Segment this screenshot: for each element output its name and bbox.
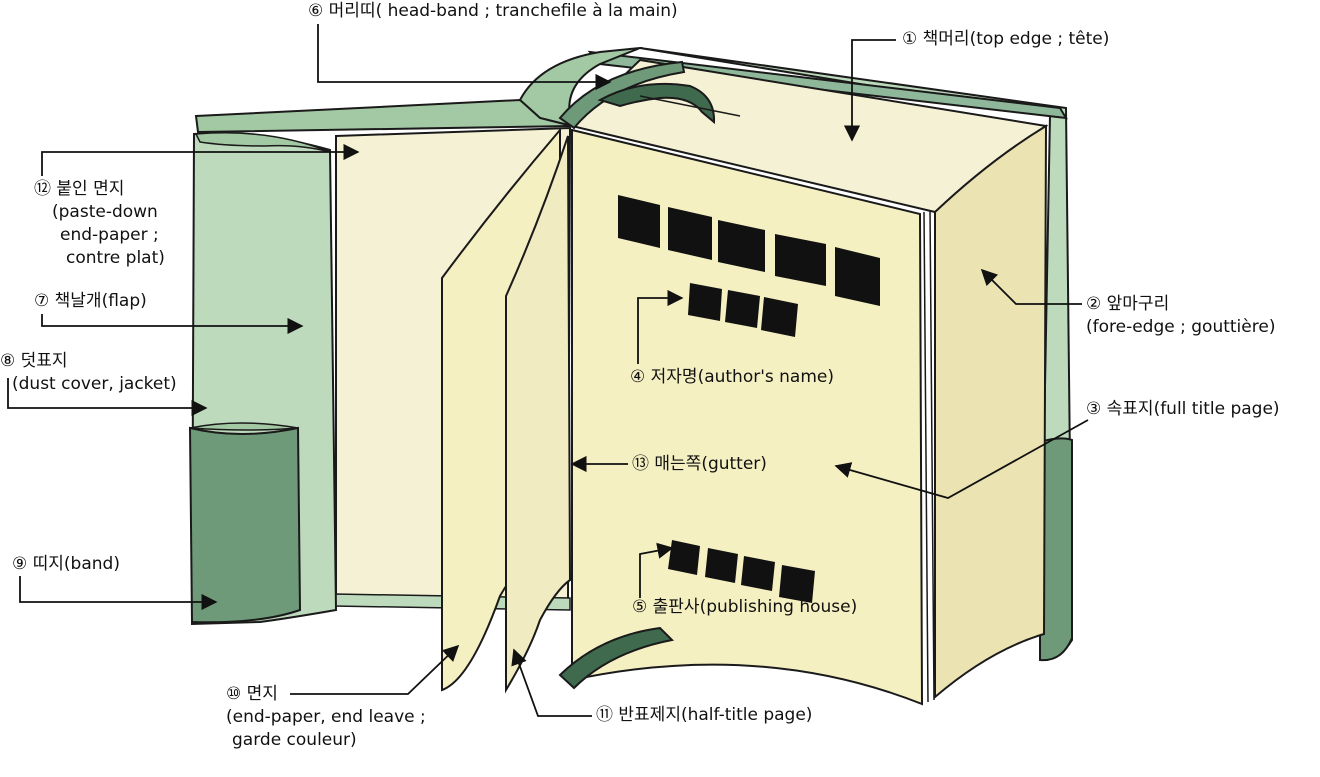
bookmark-ribbon-top: [597, 82, 716, 125]
head-band-strip: [558, 60, 686, 130]
leader-author: [637, 289, 684, 364]
leader-flap: [41, 314, 304, 335]
label-gutter-line1: ⑬ 매는쪽(gutter): [632, 454, 767, 474]
half-title-leaf: [505, 135, 572, 694]
author-block: [725, 290, 760, 328]
leader-paste-down: [41, 143, 360, 176]
label-top-edge: ① 책머리(top edge ; tête): [902, 28, 1109, 51]
label-paste-down-line2: (paste-down: [52, 202, 158, 222]
label-end-paper-line2: (end-paper, end leave ;: [226, 707, 426, 727]
leader-band: [19, 576, 218, 611]
title-block: [718, 220, 765, 272]
title-block: [775, 234, 826, 286]
author-block: [688, 283, 722, 321]
full-title-page: [571, 128, 924, 706]
leader-head-band: [317, 24, 612, 91]
label-author: ④ 저자명(author's name): [630, 366, 834, 389]
publisher-block: [741, 556, 775, 591]
label-fore-edge-line2: (fore-edge ; gouttière): [1086, 317, 1276, 337]
leader-half-title: [511, 648, 592, 717]
fore-edge-surface: [934, 124, 1048, 700]
title-block: [668, 207, 712, 260]
label-fore-edge-line1: ② 앞마구리: [1086, 294, 1170, 314]
band-wrap: [188, 426, 302, 624]
publisher-block: [705, 548, 738, 583]
leader-full-title: [834, 419, 1089, 499]
label-full-title: ③ 속표지(full title page): [1086, 398, 1280, 421]
publisher-block: [668, 540, 700, 575]
label-half-title-line1: ⑪ 반표제지(half-title page): [596, 705, 813, 725]
title-blocks: [618, 195, 880, 306]
leader-publisher: [639, 542, 674, 598]
label-paste-down: ⑫ 붙인 면지 (paste-down end-paper ; contre p…: [34, 178, 165, 270]
top-edge-line: [639, 95, 741, 117]
label-publisher-line1: ⑤ 출판사(publishing house): [632, 597, 858, 617]
label-flap: ⑦ 책날개(flap): [34, 290, 147, 313]
band-curl: [189, 422, 299, 431]
label-fore-edge: ② 앞마구리 (fore-edge ; gouttière): [1086, 293, 1275, 339]
label-dust-cover: ⑧ 덧표지 (dust cover, jacket): [0, 350, 177, 396]
flap-curl: [194, 132, 331, 153]
label-end-paper-line3: garde couleur): [232, 730, 357, 750]
label-band: ⑨ 띠지(band): [12, 553, 120, 576]
title-block: [835, 247, 880, 306]
leader-dust-cover: [7, 378, 208, 417]
leader-lines: [7, 24, 1089, 717]
publisher-blocks: [668, 540, 815, 603]
label-paste-down-line1: ⑫ 붙인 면지: [34, 179, 125, 199]
label-flap-line1: ⑦ 책날개(flap): [34, 291, 147, 311]
label-full-title-line1: ③ 속표지(full title page): [1086, 399, 1280, 419]
label-paste-down-line4: contre plat): [66, 248, 165, 268]
page-edge-line-2: [929, 209, 935, 701]
label-end-paper-line1: ⑩ 면지: [226, 684, 278, 704]
front-cover-top-edge: [194, 98, 573, 134]
label-author-line1: ④ 저자명(author's name): [630, 367, 834, 387]
label-gutter: ⑬ 매는쪽(gutter): [632, 453, 767, 476]
author-blocks: [688, 283, 798, 337]
leader-top-edge: [843, 39, 896, 142]
bookmark-ribbon-bottom: [558, 626, 675, 690]
text-block: [569, 58, 1049, 706]
label-end-paper: ⑩ 면지 (end-paper, end leave ; garde coule…: [226, 683, 426, 752]
leader-end-paper: [290, 644, 460, 695]
label-dust-cover-line2: (dust cover, jacket): [12, 374, 177, 394]
page-edge-line: [923, 211, 929, 703]
label-head-band: ⑥ 머리띠( head-band ; tranchefile à la main…: [308, 0, 678, 23]
label-half-title: ⑪ 반표제지(half-title page): [596, 704, 812, 727]
author-block: [761, 297, 798, 337]
label-head-band-line1: ⑥ 머리띠( head-band ; tranchefile à la main…: [308, 1, 678, 21]
loose-leaves: [441, 127, 572, 694]
label-dust-cover-line1: ⑧ 덧표지: [0, 351, 68, 371]
label-top-edge-line1: ① 책머리(top edge ; tête): [902, 29, 1110, 49]
spine: [518, 47, 741, 690]
label-band-line1: ⑨ 띠지(band): [12, 554, 120, 574]
title-block: [618, 195, 660, 248]
publisher-block: [779, 565, 815, 603]
label-paste-down-line3: end-paper ;: [60, 225, 159, 245]
label-publisher: ⑤ 출판사(publishing house): [632, 596, 857, 619]
leader-fore-edge: [980, 268, 1082, 305]
